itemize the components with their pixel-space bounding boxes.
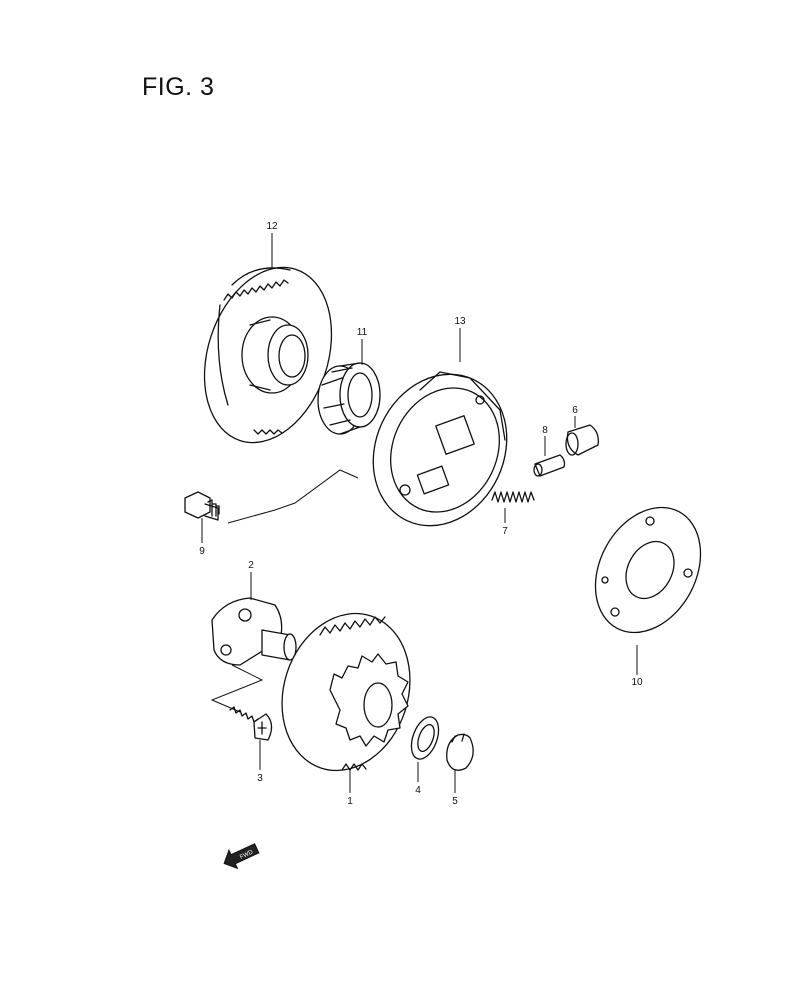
part-1-driven-gear	[281, 612, 411, 772]
part-6-cap	[565, 424, 599, 456]
part-11-needle-bearing	[317, 362, 381, 435]
part-13-clutch-housing	[372, 371, 508, 527]
callout-7: 7	[502, 526, 508, 537]
callout-6: 6	[572, 405, 578, 416]
part-9-bolt	[184, 491, 220, 521]
part-10-plate	[594, 506, 702, 634]
part-12-ring-gear	[203, 266, 333, 444]
part-2-bracket	[211, 597, 297, 666]
callout-labels: 12 11 13 6 8 7 9 10 2 3 1 4 5	[199, 221, 643, 807]
forward-arrow-icon: FWD	[223, 843, 260, 870]
leader-lines	[201, 233, 638, 793]
part-3-screw	[229, 706, 273, 741]
callout-8: 8	[542, 425, 548, 436]
callout-4: 4	[415, 785, 421, 796]
fwd-label: FWD	[239, 849, 255, 860]
callout-2: 2	[248, 560, 254, 571]
callout-11: 11	[357, 327, 368, 338]
figure-title: FIG. 3	[142, 73, 215, 101]
callout-10: 10	[631, 677, 643, 688]
callout-1: 1	[347, 796, 353, 807]
assembly-line-3	[210, 664, 264, 713]
callout-12: 12	[266, 221, 278, 232]
part-7-spring	[491, 491, 535, 503]
callout-5: 5	[452, 796, 458, 807]
part-4-washer	[410, 716, 440, 760]
callout-9: 9	[199, 546, 205, 557]
part-8-plunger	[533, 454, 566, 477]
assembly-line-9	[227, 469, 359, 524]
callout-13: 13	[454, 316, 466, 327]
callout-3: 3	[257, 773, 263, 784]
part-5-circlip	[446, 733, 474, 771]
